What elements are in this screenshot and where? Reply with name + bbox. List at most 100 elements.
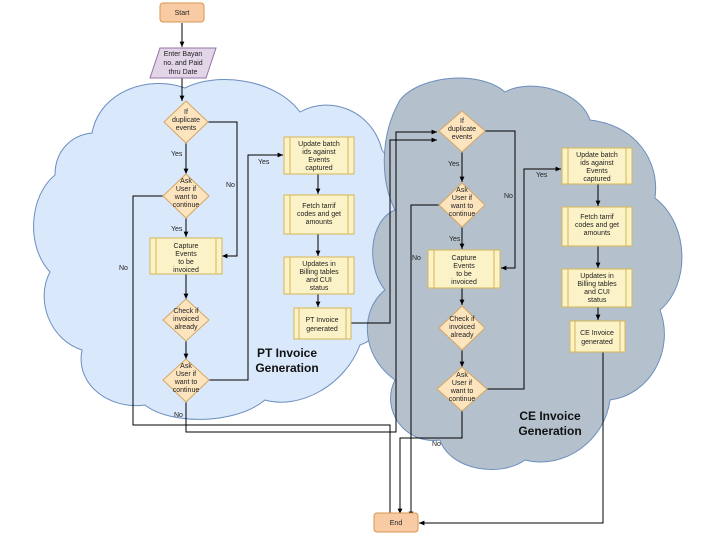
ce-update-batch-process: Update batch ids against Events captured bbox=[561, 147, 633, 185]
svg-text:already: already bbox=[451, 332, 474, 339]
edge-labels: Yes No Yes No Yes No Yes No Yes No Yes N… bbox=[119, 151, 548, 448]
svg-text:want to: want to bbox=[174, 194, 198, 201]
svg-text:to be: to be bbox=[178, 259, 194, 266]
svg-text:generated: generated bbox=[581, 339, 613, 346]
svg-text:continue: continue bbox=[449, 211, 476, 218]
pt-check-invoiced-decision: Check if invoiced already bbox=[162, 298, 210, 342]
svg-text:no. and Paid: no. and Paid bbox=[163, 60, 202, 67]
svg-text:Fetch tarrif: Fetch tarrif bbox=[302, 203, 336, 210]
svg-text:events: events bbox=[452, 134, 473, 141]
start-node: Start bbox=[159, 2, 205, 23]
svg-text:already: already bbox=[175, 324, 198, 331]
pt-title-line2: Generation bbox=[255, 361, 318, 375]
svg-text:Billing tables: Billing tables bbox=[577, 281, 617, 288]
pt-ask-continue-1-decision: Ask User if want to continue bbox=[162, 173, 210, 219]
label-no-ptdup: No bbox=[226, 182, 235, 189]
svg-text:Check if: Check if bbox=[173, 308, 198, 315]
svg-text:codes and get: codes and get bbox=[297, 211, 341, 218]
svg-text:duplicate: duplicate bbox=[448, 126, 476, 133]
svg-text:Update batch: Update batch bbox=[298, 141, 340, 148]
ce-group-title: CE Invoice Generation bbox=[518, 409, 581, 438]
label-yes-ptask2: Yes bbox=[258, 159, 270, 166]
svg-text:captured: captured bbox=[583, 176, 610, 183]
svg-text:Updates in: Updates in bbox=[580, 273, 614, 280]
label-no-ptask2: No bbox=[174, 412, 183, 419]
label-no-ceask2: No bbox=[432, 441, 441, 448]
end-node: End bbox=[373, 512, 419, 533]
pt-duplicate-decision: If duplicate events bbox=[163, 100, 209, 144]
svg-text:to be: to be bbox=[456, 271, 472, 278]
svg-text:Events: Events bbox=[453, 263, 475, 270]
svg-text:Start: Start bbox=[175, 10, 190, 17]
pt-invoice-generated-process: PT Invoice generated bbox=[293, 307, 352, 340]
svg-text:thru Date: thru Date bbox=[169, 69, 198, 76]
svg-text:PT Invoice: PT Invoice bbox=[306, 317, 339, 324]
edge-ptgen-cedup bbox=[351, 137, 437, 324]
svg-text:User if: User if bbox=[452, 380, 472, 387]
pt-update-batch-process: Update batch ids against Events captured bbox=[283, 136, 355, 175]
svg-text:User if: User if bbox=[176, 371, 196, 378]
svg-text:want to: want to bbox=[174, 379, 198, 386]
label-yes-ceask1: Yes bbox=[449, 236, 461, 243]
svg-text:Billing tables: Billing tables bbox=[299, 269, 339, 276]
svg-text:captured: captured bbox=[305, 165, 332, 172]
edge-cedup-cecapture bbox=[485, 130, 516, 271]
edge-cegenerated-end bbox=[419, 352, 604, 526]
ce-check-invoiced-decision: Check if invoiced already bbox=[438, 305, 486, 351]
ce-title-line2: Generation bbox=[518, 424, 581, 438]
edge-ceask2-end bbox=[397, 411, 463, 514]
svg-text:invoiced: invoiced bbox=[173, 316, 199, 323]
label-yes-ptask1: Yes bbox=[171, 226, 183, 233]
svg-text:Updates in: Updates in bbox=[302, 261, 336, 268]
svg-text:ids against: ids against bbox=[580, 160, 614, 167]
ce-updates-billing-process: Updates in Billing tables and CUI status bbox=[561, 268, 633, 308]
svg-text:Ask: Ask bbox=[456, 187, 468, 194]
label-no-cedup: No bbox=[504, 193, 513, 200]
label-no-ptask1: No bbox=[119, 265, 128, 272]
svg-text:Events: Events bbox=[175, 251, 197, 258]
pt-fetch-tarrif-process: Fetch tarrif codes and get amounts bbox=[283, 194, 355, 235]
svg-text:invoiced: invoiced bbox=[451, 279, 477, 286]
svg-text:End: End bbox=[390, 520, 403, 527]
svg-text:and CUI: and CUI bbox=[584, 289, 610, 296]
label-yes-ceask2: Yes bbox=[536, 172, 548, 179]
enter-bayan-input: Enter Bayan no. and Paid thru Date bbox=[149, 47, 217, 79]
ce-ask-continue-1-decision: Ask User if want to continue bbox=[438, 182, 486, 228]
svg-text:Ask: Ask bbox=[180, 178, 192, 185]
pt-title-line1: PT Invoice bbox=[257, 346, 317, 360]
svg-text:Enter Bayan: Enter Bayan bbox=[164, 51, 203, 58]
svg-text:Fetch tarrif: Fetch tarrif bbox=[580, 214, 614, 221]
svg-text:Check if: Check if bbox=[449, 316, 474, 323]
pt-updates-billing-process: Updates in Billing tables and CUI status bbox=[283, 256, 355, 295]
svg-text:ids against: ids against bbox=[302, 149, 336, 156]
svg-text:Events: Events bbox=[586, 168, 608, 175]
ce-capture-events-process: Capture Events to be invoiced bbox=[427, 249, 501, 289]
svg-text:amounts: amounts bbox=[306, 219, 333, 226]
ce-duplicate-decision: If duplicate events bbox=[438, 110, 486, 153]
edge-ceask2-ceupdate bbox=[487, 166, 561, 390]
svg-text:want to: want to bbox=[450, 388, 474, 395]
svg-text:want to: want to bbox=[450, 203, 474, 210]
svg-text:Capture: Capture bbox=[174, 243, 199, 250]
label-yes-ptdup: Yes bbox=[171, 151, 183, 158]
label-yes-cedup: Yes bbox=[448, 161, 460, 168]
ce-ask-continue-2-decision: Ask User if want to continue bbox=[436, 366, 488, 412]
svg-text:status: status bbox=[310, 285, 329, 292]
edge-ask2-cedup bbox=[185, 129, 437, 433]
edge-ptdup-capture bbox=[208, 121, 238, 259]
svg-text:Ask: Ask bbox=[180, 363, 192, 370]
svg-text:events: events bbox=[176, 125, 197, 132]
edge-ask2-update bbox=[209, 152, 283, 381]
svg-text:invoiced: invoiced bbox=[449, 324, 475, 331]
svg-text:continue: continue bbox=[173, 387, 200, 394]
svg-text:Ask: Ask bbox=[456, 372, 468, 379]
ce-invoice-generated-process: CE Invoice generated bbox=[569, 320, 626, 353]
svg-text:continue: continue bbox=[449, 396, 476, 403]
svg-text:amounts: amounts bbox=[584, 230, 611, 237]
svg-text:Events: Events bbox=[308, 157, 330, 164]
ce-fetch-tarrif-process: Fetch tarrif codes and get amounts bbox=[561, 206, 633, 247]
pt-group-title: PT Invoice Generation bbox=[255, 346, 318, 375]
svg-text:CE Invoice: CE Invoice bbox=[580, 330, 614, 337]
svg-text:If: If bbox=[460, 118, 464, 125]
svg-text:Capture: Capture bbox=[452, 255, 477, 262]
